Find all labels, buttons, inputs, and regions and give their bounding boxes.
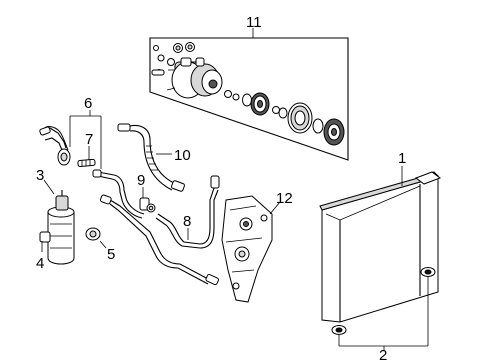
compressor (166, 57, 223, 99)
compressor-kit-panel (149, 37, 349, 161)
liquid-line-assembly (39, 126, 145, 219)
callout-10: 10 (174, 147, 191, 164)
callout-11: 11 (246, 14, 262, 31)
callout-9: 9 (137, 172, 145, 189)
o-ring-seal (85, 227, 101, 241)
callout-2: 2 (379, 347, 387, 360)
callout-3: 3 (36, 167, 44, 184)
callout-8: 8 (183, 213, 191, 230)
callout-7: 7 (85, 131, 93, 148)
condenser-insulator-right (420, 267, 436, 277)
discharge-line (99, 175, 220, 286)
callout-4: 4 (36, 255, 44, 272)
pulley (287, 102, 313, 134)
clutch-plate (323, 118, 345, 146)
suction-hose (117, 123, 185, 192)
condenser-insulator-left (331, 325, 347, 335)
callout-5: 5 (107, 246, 115, 263)
compressor-bracket (221, 195, 273, 303)
line-fitting (77, 158, 96, 168)
clutch-hub (250, 92, 270, 116)
callout-6: 6 (84, 95, 92, 112)
accumulator (39, 190, 75, 265)
service-valve (139, 197, 156, 213)
condenser (319, 171, 442, 323)
callout-12: 12 (276, 190, 293, 207)
callout-1: 1 (398, 150, 406, 167)
